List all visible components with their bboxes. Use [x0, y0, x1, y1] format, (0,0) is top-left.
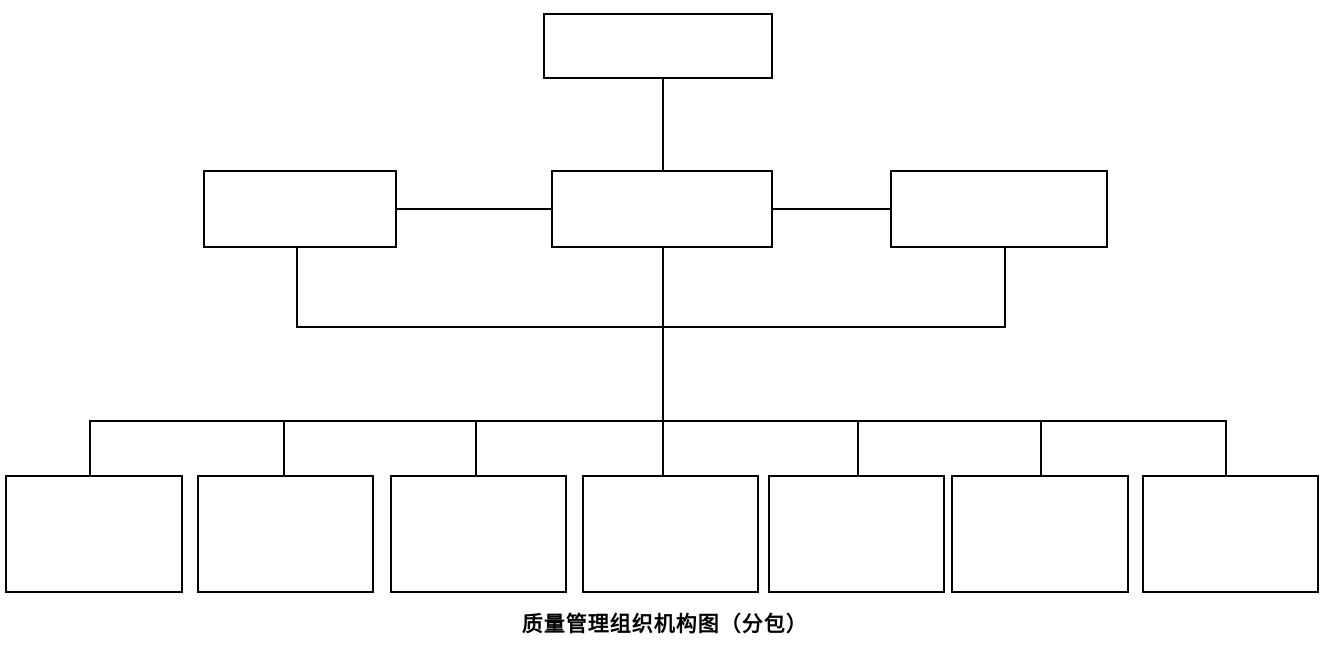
connector-drop-midright — [1004, 247, 1006, 328]
connector-drop-bot-5 — [857, 420, 859, 476]
node-bot-3[interactable] — [390, 475, 567, 593]
connector-trunk-mid-to-bus — [662, 248, 664, 475]
node-bot-6[interactable] — [951, 475, 1129, 593]
connector-drop-bot-1 — [89, 420, 91, 476]
connector-drop-bot-6 — [1040, 420, 1042, 476]
node-mid-center[interactable] — [551, 170, 773, 248]
node-bot-1[interactable] — [5, 475, 183, 593]
node-bot-4[interactable] — [582, 475, 759, 593]
node-bot-7[interactable] — [1142, 475, 1319, 593]
connector-bus-level3 — [89, 420, 1227, 422]
connector-drop-bot-2 — [283, 420, 285, 476]
chart-caption: 质量管理组织机构图（分包） — [522, 612, 808, 636]
connector-link-midleft-to-mid — [396, 208, 552, 210]
node-mid-right[interactable] — [890, 170, 1108, 248]
connector-drop-bot-7 — [1225, 420, 1227, 476]
node-bot-2[interactable] — [197, 475, 374, 593]
node-bot-5[interactable] — [768, 475, 945, 593]
connector-link-mid-to-midright — [772, 208, 891, 210]
connector-trunk-top-to-mid — [662, 78, 664, 170]
node-mid-left[interactable] — [203, 170, 397, 248]
connector-drop-bot-3 — [475, 420, 477, 476]
connector-drop-midleft — [296, 247, 298, 328]
connector-crossbar-level2 — [296, 326, 1006, 328]
node-top-1[interactable] — [543, 13, 773, 79]
